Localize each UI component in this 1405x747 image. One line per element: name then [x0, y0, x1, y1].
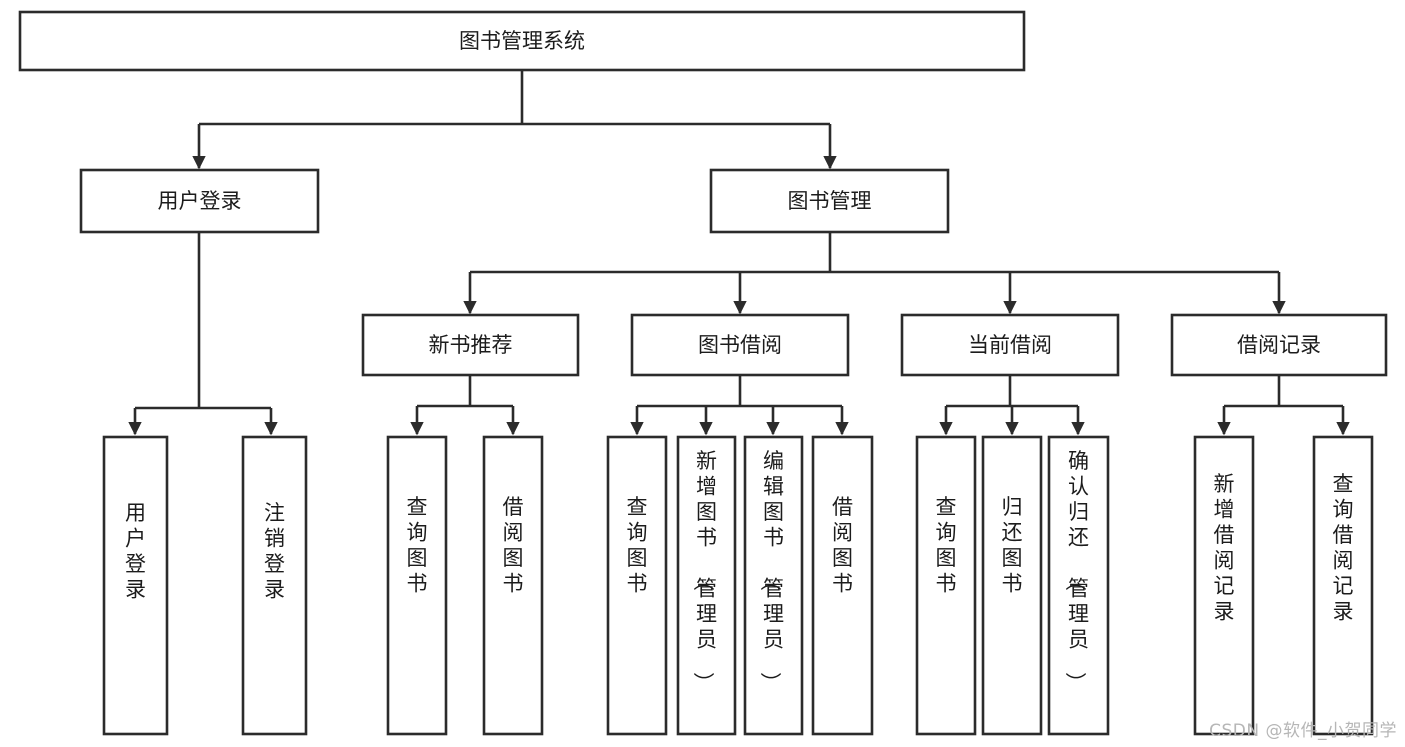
edge-group-current-borrow [939, 375, 1085, 436]
node-leaf-edit-book[interactable]: 编辑图书（管理员） [743, 435, 804, 736]
node-leaf-query-book-3-box[interactable] [915, 435, 977, 736]
node-root-label: 图书管理系统 [459, 29, 585, 53]
node-leaf-edit-book-box[interactable] [743, 435, 804, 736]
node-leaf-query-book-2[interactable]: 查询图书 [606, 435, 668, 736]
node-leaf-user-logout[interactable]: 注销登录 [241, 435, 308, 736]
node-book-manage-box[interactable] [709, 168, 950, 234]
node-book-manage-label: 图书管理 [788, 189, 872, 213]
node-book-borrow-box[interactable] [630, 313, 850, 377]
csdn-watermark: CSDN @软件_小贺同学 [1209, 721, 1397, 741]
node-leaf-query-book-3[interactable]: 查询图书 [915, 435, 977, 736]
node-leaf-add-book[interactable]: 新增图书（管理员） [676, 435, 737, 736]
node-leaf-user-logout-label: 注销登录 [264, 501, 285, 602]
node-new-book-rec-box[interactable] [361, 313, 580, 377]
node-leaf-query-book-2-label: 查询图书 [627, 495, 648, 596]
node-user-login-box[interactable] [79, 168, 320, 234]
node-new-book-rec[interactable]: 新书推荐 [361, 313, 580, 377]
node-leaf-borrow-book-2-box[interactable] [811, 435, 874, 736]
node-leaf-return-book[interactable]: 归还图书 [981, 435, 1043, 736]
leaf-nodes: 用户登录 注销登录 查询图书 借阅图书 查询图书 新增图书（管理员） [102, 435, 1374, 736]
node-leaf-borrow-book-1-label: 借阅图书 [503, 495, 524, 596]
node-leaf-user-login[interactable]: 用户登录 [102, 435, 169, 736]
node-book-borrow[interactable]: 图书借阅 [630, 313, 850, 377]
node-leaf-user-login-label: 用户登录 [125, 501, 146, 602]
edge-group-root [192, 70, 837, 170]
edge-group-book-borrow [630, 375, 849, 436]
node-borrow-record-box[interactable] [1170, 313, 1388, 377]
edge-group-book-manage [463, 232, 1286, 315]
node-book-manage[interactable]: 图书管理 [709, 168, 950, 234]
node-leaf-confirm-return-label: 确认归还（管理员） [1063, 449, 1089, 693]
node-leaf-user-login-box[interactable] [102, 435, 169, 736]
node-leaf-return-book-box[interactable] [981, 435, 1043, 736]
node-root-box[interactable] [18, 10, 1026, 72]
node-leaf-add-record-label: 新增借阅记录 [1214, 472, 1235, 624]
node-leaf-borrow-book-1[interactable]: 借阅图书 [482, 435, 544, 736]
edge-group-new-book-rec [410, 375, 520, 436]
node-leaf-query-record[interactable]: 查询借阅记录 [1312, 435, 1374, 736]
node-leaf-query-book-1[interactable]: 查询图书 [386, 435, 448, 736]
node-leaf-query-book-1-box[interactable] [386, 435, 448, 736]
node-current-borrow[interactable]: 当前借阅 [900, 313, 1120, 377]
node-current-borrow-box[interactable] [900, 313, 1120, 377]
node-leaf-add-record-box[interactable] [1193, 435, 1255, 736]
node-leaf-add-book-label: 新增图书（管理员） [691, 449, 717, 693]
node-new-book-rec-label: 新书推荐 [429, 333, 513, 357]
node-leaf-add-record[interactable]: 新增借阅记录 [1193, 435, 1255, 736]
node-leaf-borrow-book-2[interactable]: 借阅图书 [811, 435, 874, 736]
node-leaf-query-book-3-label: 查询图书 [936, 495, 957, 596]
node-leaf-edit-book-label: 编辑图书（管理员） [758, 449, 784, 693]
node-leaf-confirm-return-box[interactable] [1047, 435, 1110, 736]
node-leaf-add-book-box[interactable] [676, 435, 737, 736]
node-leaf-return-book-label: 归还图书 [1002, 495, 1023, 596]
node-root[interactable]: 图书管理系统 [18, 10, 1026, 72]
node-borrow-record[interactable]: 借阅记录 [1170, 313, 1388, 377]
node-leaf-query-book-1-label: 查询图书 [407, 495, 428, 596]
node-leaf-confirm-return[interactable]: 确认归还（管理员） [1047, 435, 1110, 736]
node-leaf-borrow-book-1-box[interactable] [482, 435, 544, 736]
node-current-borrow-label: 当前借阅 [968, 333, 1052, 357]
node-book-borrow-label: 图书借阅 [698, 333, 782, 357]
node-leaf-query-record-label: 查询借阅记录 [1333, 472, 1354, 624]
node-leaf-query-record-box[interactable] [1312, 435, 1374, 736]
edge-group-borrow-record [1217, 375, 1350, 436]
node-user-login[interactable]: 用户登录 [79, 168, 320, 234]
node-leaf-borrow-book-2-label: 借阅图书 [832, 495, 853, 596]
node-user-login-label: 用户登录 [158, 189, 242, 213]
node-leaf-query-book-2-box[interactable] [606, 435, 668, 736]
node-borrow-record-label: 借阅记录 [1237, 333, 1321, 357]
node-leaf-user-logout-box[interactable] [241, 435, 308, 736]
edge-group-user-login [128, 232, 278, 436]
